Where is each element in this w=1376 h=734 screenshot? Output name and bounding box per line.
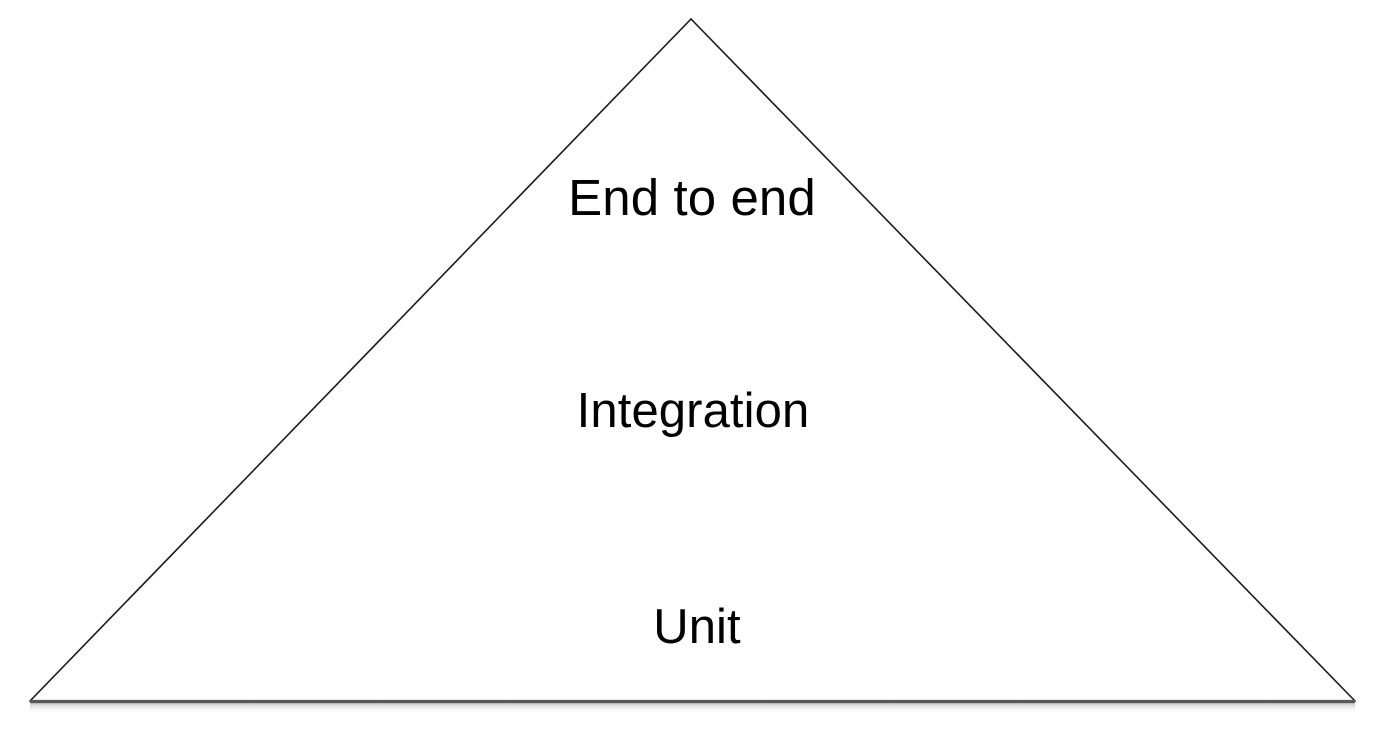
left-edge-line: [29, 18, 692, 702]
tier-label-end-to-end: End to end: [568, 169, 816, 226]
right-edge-line: [690, 18, 1356, 702]
tier-label-unit: Unit: [653, 600, 741, 654]
tier-label-integration: Integration: [576, 384, 810, 438]
base-shadow: [30, 703, 1355, 714]
